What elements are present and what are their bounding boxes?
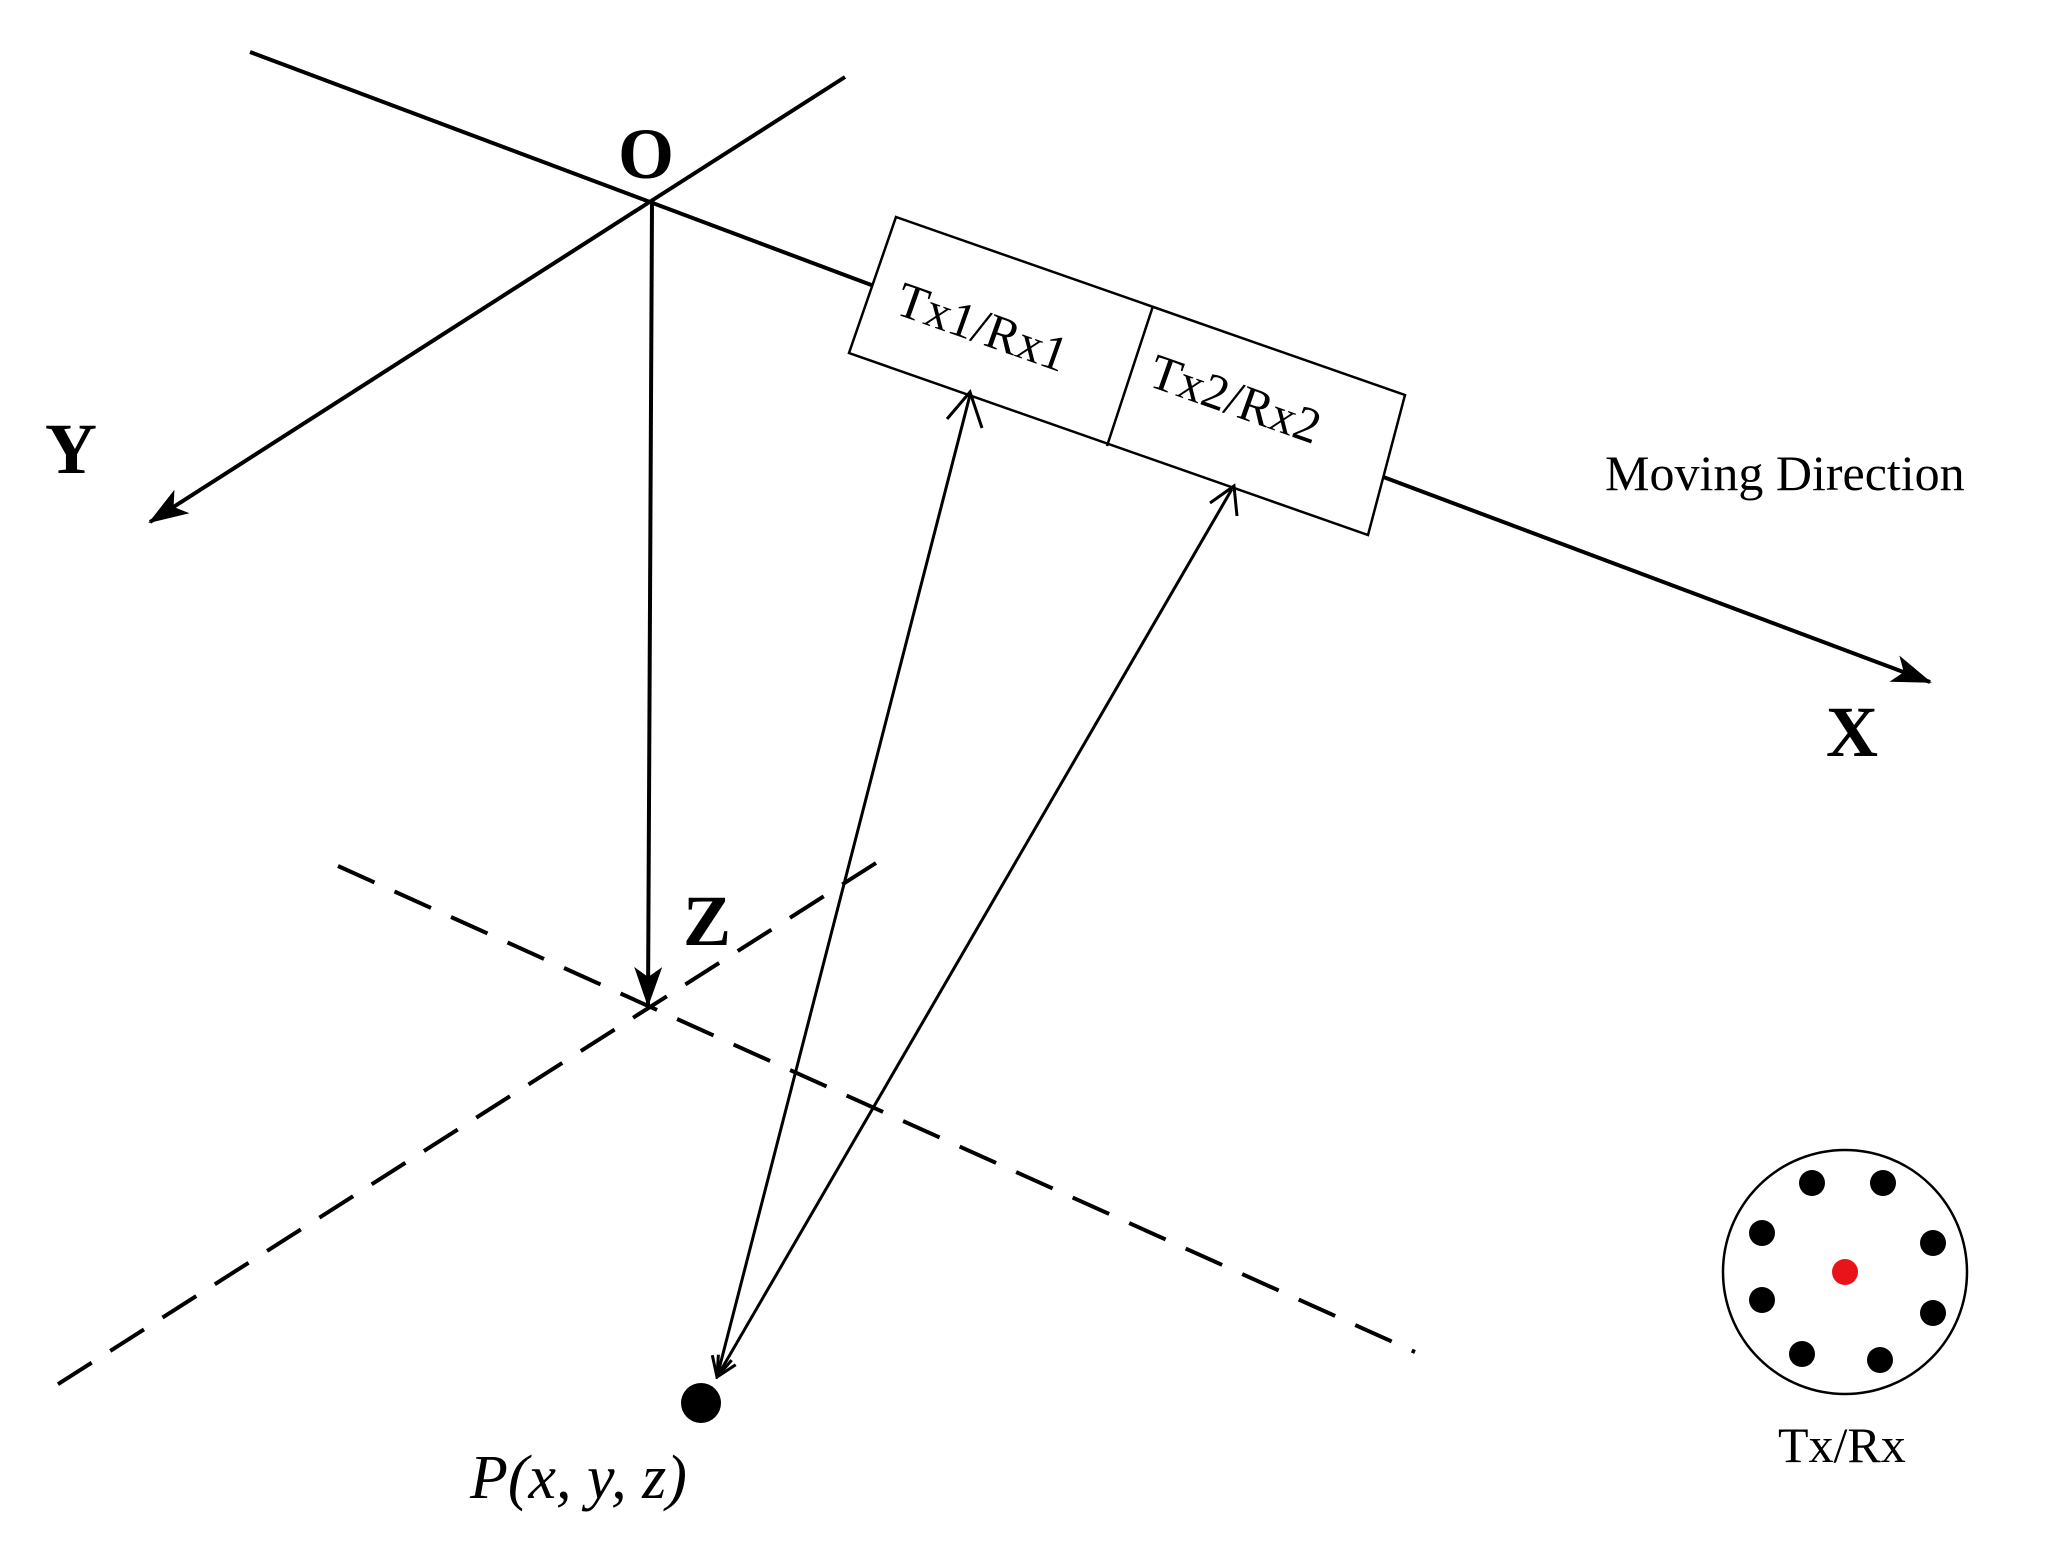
dashed-plane-line-y [50,861,878,1390]
antenna-array-icon [1721,1148,1969,1396]
y-axis-label: Y [45,409,97,489]
x-axis-label: X [1826,692,1878,772]
array-element-center [1832,1259,1858,1285]
array-element-bottom-left [1789,1341,1815,1367]
array-element-top-left [1799,1170,1825,1196]
target-point-icon [681,1383,721,1423]
signal-path-2 [717,488,1234,1377]
origin-label: O [618,114,674,194]
array-outline [1721,1148,1969,1396]
array-element-right-upper [1920,1230,1946,1256]
antenna-box [847,215,1407,537]
array-element-bottom-right [1867,1347,1893,1373]
array-element-right-lower [1920,1300,1946,1326]
z-axis-line [634,202,663,1007]
legend-caption: Tx/Rx [1778,1417,1906,1473]
array-element-top-right [1870,1170,1896,1196]
signal-path-1 [717,394,972,1377]
array-element-left-upper [1749,1220,1775,1246]
signal-path-1-arrowhead [945,389,984,429]
moving-direction-label: Moving Direction [1605,445,1965,501]
y-axis-back-line [646,75,847,205]
y-axis-line [148,201,650,524]
point-label: P(x, y, z) [469,1444,687,1512]
antenna-box-divider [1105,305,1155,447]
array-element-left-lower [1749,1287,1775,1313]
z-axis-label: Z [683,881,731,961]
signal-path-2-arrowhead [1209,483,1239,517]
dashed-plane-line-x [337,864,1416,1354]
